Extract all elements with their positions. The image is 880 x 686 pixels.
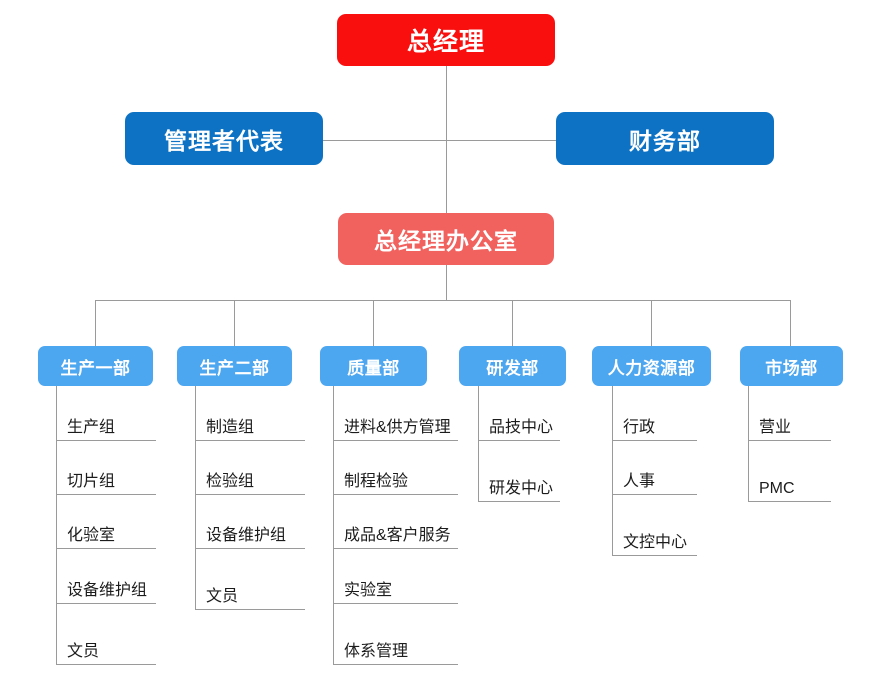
subitem-column-rnd: 品技中心 研发中心 (478, 386, 560, 503)
subitem-label: 品技中心 (489, 419, 554, 436)
subitem-label: 切片组 (67, 473, 116, 490)
subitem-stem-production-1 (56, 386, 57, 665)
list-item[interactable]: 制程检验 (333, 441, 458, 495)
subitem-stem-production-2 (195, 386, 196, 610)
list-item[interactable]: 文员 (56, 604, 156, 665)
node-management-representative[interactable]: 管理者代表 (125, 112, 323, 165)
list-item[interactable]: 化验室 (56, 495, 156, 549)
subitem-stem-rnd (478, 386, 479, 502)
node-department-marketing-label: 市场部 (765, 358, 818, 378)
list-item[interactable]: 制造组 (195, 386, 305, 441)
subitem-column-marketing: 营业 PMC (748, 386, 831, 503)
subitem-column-production-2: 制造组 检验组 设备维护组 文员 (195, 386, 305, 611)
list-item[interactable]: 品技中心 (478, 386, 560, 441)
subitem-label: 成品&客户服务 (344, 527, 451, 544)
subitem-label: 行政 (623, 419, 656, 436)
subitem-label: 实验室 (344, 582, 393, 599)
connector-bus-to-dept-3 (373, 300, 374, 346)
list-item[interactable]: 实验室 (333, 549, 458, 604)
list-item[interactable]: 进料&供方管理 (333, 386, 458, 441)
subitem-label: 体系管理 (344, 643, 409, 660)
list-item[interactable]: 行政 (612, 386, 697, 441)
list-item[interactable]: 设备维护组 (195, 495, 305, 549)
subitem-label: 人事 (623, 473, 656, 490)
node-department-production-2-label: 生产二部 (199, 358, 270, 378)
subitem-column-hr: 行政 人事 文控中心 (612, 386, 697, 557)
subitem-label: 检验组 (206, 473, 255, 490)
node-gm-office[interactable]: 总经理办公室 (338, 213, 554, 265)
subitem-label: 文员 (67, 643, 100, 660)
list-item[interactable]: 体系管理 (333, 604, 458, 665)
subitem-stem-quality (333, 386, 334, 665)
node-general-manager-label: 总经理 (406, 28, 485, 56)
subitem-label: 设备维护组 (67, 582, 148, 599)
connector-bus-to-dept-5 (651, 300, 652, 346)
node-department-rnd[interactable]: 研发部 (459, 346, 566, 386)
subitem-column-quality: 进料&供方管理 制程检验 成品&客户服务 实验室 体系管理 (333, 386, 458, 666)
node-department-quality-label: 质量部 (347, 358, 400, 378)
node-department-marketing[interactable]: 市场部 (740, 346, 843, 386)
node-finance-department-label: 财务部 (629, 127, 701, 154)
node-department-rnd-label: 研发部 (486, 358, 539, 378)
subitem-label: 进料&供方管理 (344, 419, 451, 436)
subitem-label: 化验室 (67, 527, 116, 544)
node-department-production-1[interactable]: 生产一部 (38, 346, 153, 386)
subitem-stem-marketing (748, 386, 749, 502)
node-department-quality[interactable]: 质量部 (320, 346, 427, 386)
list-item[interactable]: 成品&客户服务 (333, 495, 458, 549)
list-item[interactable]: PMC (748, 441, 831, 502)
list-item[interactable]: 切片组 (56, 441, 156, 495)
node-gm-office-label: 总经理办公室 (374, 228, 518, 254)
subitem-label: 文控中心 (623, 534, 688, 551)
node-department-production-2[interactable]: 生产二部 (177, 346, 292, 386)
list-item[interactable]: 检验组 (195, 441, 305, 495)
subitem-label: PMC (759, 480, 795, 497)
connector-office-to-bus (446, 265, 447, 301)
connector-bus-to-dept-2 (234, 300, 235, 346)
department-bus-line (95, 300, 791, 301)
connector-bus-to-dept-1 (95, 300, 96, 346)
node-general-manager[interactable]: 总经理 (337, 14, 555, 66)
node-department-hr[interactable]: 人力资源部 (592, 346, 711, 386)
list-item[interactable]: 生产组 (56, 386, 156, 441)
list-item[interactable]: 人事 (612, 441, 697, 495)
connector-bus-to-dept-6 (790, 300, 791, 346)
node-finance-department[interactable]: 财务部 (556, 112, 774, 165)
node-department-production-1-label: 生产一部 (60, 358, 131, 378)
connector-ceo-to-office (446, 66, 447, 213)
subitem-label: 生产组 (67, 419, 116, 436)
subitem-label: 制造组 (206, 419, 255, 436)
node-department-hr-label: 人力资源部 (607, 358, 696, 378)
list-item[interactable]: 营业 (748, 386, 831, 441)
subitem-column-production-1: 生产组 切片组 化验室 设备维护组 文员 (56, 386, 156, 666)
subitem-label: 设备维护组 (206, 527, 287, 544)
connector-staff-crossbar (323, 140, 556, 141)
node-management-representative-label: 管理者代表 (164, 127, 284, 154)
connector-bus-to-dept-4 (512, 300, 513, 346)
list-item[interactable]: 研发中心 (478, 441, 560, 502)
list-item[interactable]: 文员 (195, 549, 305, 610)
subitem-label: 制程检验 (344, 473, 409, 490)
subitem-label: 研发中心 (489, 480, 554, 497)
list-item[interactable]: 设备维护组 (56, 549, 156, 604)
subitem-stem-hr (612, 386, 613, 556)
subitem-label: 文员 (206, 588, 239, 605)
subitem-label: 营业 (759, 419, 792, 436)
list-item[interactable]: 文控中心 (612, 495, 697, 556)
